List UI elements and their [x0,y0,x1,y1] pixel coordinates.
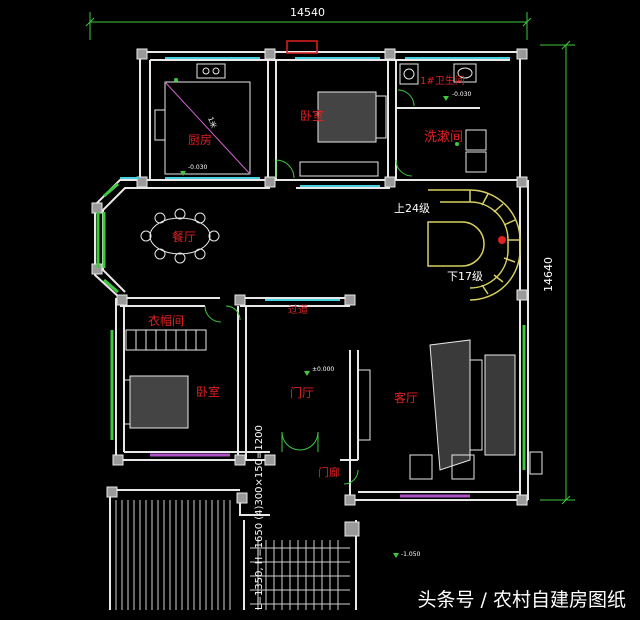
room-label-bedroom-top: 卧室 [300,108,324,123]
top-dimension [85,12,532,40]
level-markers [180,96,449,558]
bed-left [123,375,189,429]
bathroom-fixtures [399,63,487,173]
doors [204,89,415,485]
room-label-bedroom-left: 卧室 [196,384,220,399]
right-dimension-label: 14640 [542,257,555,292]
spiral-stair [427,189,521,301]
room-label-bathroom: 1#卫生间 [420,74,465,87]
windows [120,57,510,301]
walls [94,51,529,610]
right-windows [110,325,526,470]
stair-marker [498,236,506,244]
top-dimension-label: 14540 [290,6,325,19]
bed-top [299,91,387,177]
elevation-outside: -1.050 [401,551,421,558]
room-label-corridor: 过道 [288,303,308,316]
bay-window [96,182,119,294]
sofa-set [357,339,543,480]
elevation-kitchen: -0.030 [188,164,208,171]
purple-windows [150,453,470,498]
exhaust-marks [174,40,459,146]
room-label-washroom: 洗漱间 [424,130,463,145]
wardrobe [125,329,207,351]
stair-up-label: 上24级 [394,202,430,215]
kitchen-door-note: 1米 [206,116,218,130]
room-label-dining: 餐厅 [172,229,196,244]
elevation-bath: -0.030 [452,91,472,98]
room-label-cloakroom: 衣帽间 [148,313,184,328]
dining-table [140,208,220,264]
steps-hatch [115,500,350,610]
columns [91,48,528,537]
room-label-entrance: 门廊 [318,465,340,479]
kitchen-furniture [154,63,251,175]
watermark: 头条号 / 农村自建房图纸 [417,589,626,611]
room-label-foyer: 门厅 [290,385,314,400]
steps-note: L=1350, H=1650 (4)300×150=1200 [254,425,265,610]
elevation-foyer: ±0.000 [312,366,334,373]
right-dimension [540,40,575,505]
stair-down-label: 下17级 [447,270,483,283]
room-label-kitchen: 厨房 [188,132,212,147]
room-label-living: 客厅 [394,390,418,405]
